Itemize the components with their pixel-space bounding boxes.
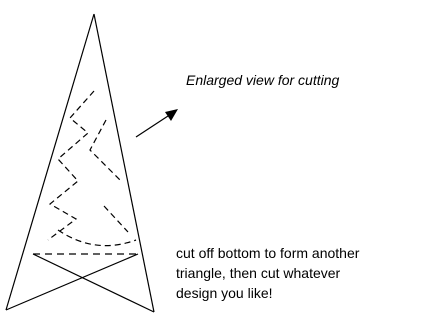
instruction-line-3: design you like!: [176, 283, 359, 303]
dashed-zigzag-left: [48, 91, 94, 240]
pointer-arrow: [136, 109, 178, 137]
bottom-cut-section: [6, 254, 154, 312]
dashed-v-right: [90, 120, 120, 180]
dashed-diagonal-right: [104, 206, 128, 232]
instruction-line-1: cut off bottom to form another: [176, 243, 359, 263]
dashed-curve-bottom: [58, 230, 136, 246]
outer-triangle: [6, 14, 154, 312]
cutting-instructions: cut off bottom to form another triangle,…: [176, 243, 359, 303]
instruction-line-2: triangle, then cut whatever: [176, 263, 359, 283]
enlarged-view-label: Enlarged view for cutting: [186, 72, 339, 88]
